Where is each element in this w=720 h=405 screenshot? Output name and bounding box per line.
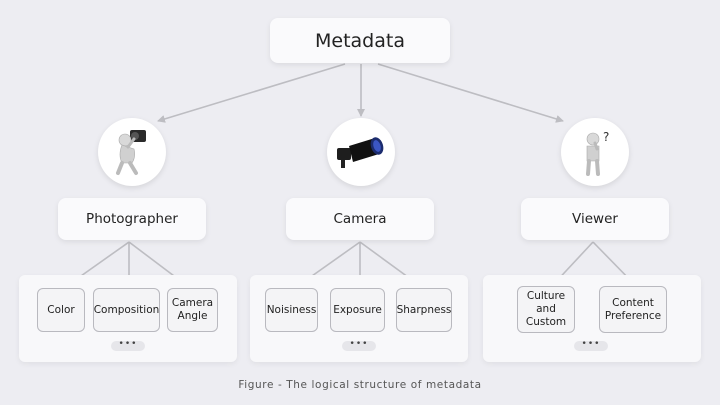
camera-attributes-panel: Noisiness Exposure Sharpness ••• — [250, 275, 468, 362]
leaf-exposure: Exposure — [330, 288, 385, 332]
leaf-sharpness: Sharpness — [396, 288, 452, 332]
viewer-circle: ? — [561, 118, 629, 186]
leaf-color: Color — [37, 288, 85, 332]
leaf-composition: Composition — [93, 288, 160, 332]
viewer-attributes-panel: Culture and Custom Content Preference ••… — [483, 275, 701, 362]
arrow-root-photographer — [157, 63, 346, 123]
node-photographer-label: Photographer — [86, 211, 178, 227]
node-photographer: Photographer — [58, 198, 206, 240]
leaf-content-preference: Content Preference — [599, 286, 667, 333]
thinking-figure-icon: ? — [586, 130, 609, 176]
root-node-metadata: Metadata — [270, 18, 450, 63]
photographer-circle — [98, 118, 166, 186]
leaf-culture-and-custom: Culture and Custom — [517, 286, 575, 333]
node-viewer-label: Viewer — [572, 211, 618, 227]
more-indicator: ••• — [111, 340, 145, 351]
leaf-noisiness: Noisiness — [265, 288, 318, 332]
camera-circle — [327, 118, 395, 186]
leaf-camera-angle: Camera Angle — [167, 288, 218, 332]
arrow-root-viewer — [377, 63, 564, 123]
photographer-attributes-panel: Color Composition Camera Angle ••• — [19, 275, 237, 362]
node-camera: Camera — [286, 198, 434, 240]
node-viewer: Viewer — [521, 198, 669, 240]
camera-lens-icon — [337, 137, 384, 168]
more-indicator: ••• — [574, 340, 608, 351]
root-label: Metadata — [315, 29, 405, 52]
photographer-figure-icon — [116, 130, 146, 175]
figure-caption: Figure - The logical structure of metada… — [238, 379, 482, 391]
more-indicator: ••• — [342, 340, 376, 351]
node-camera-label: Camera — [333, 211, 387, 227]
svg-text:?: ? — [603, 130, 609, 144]
